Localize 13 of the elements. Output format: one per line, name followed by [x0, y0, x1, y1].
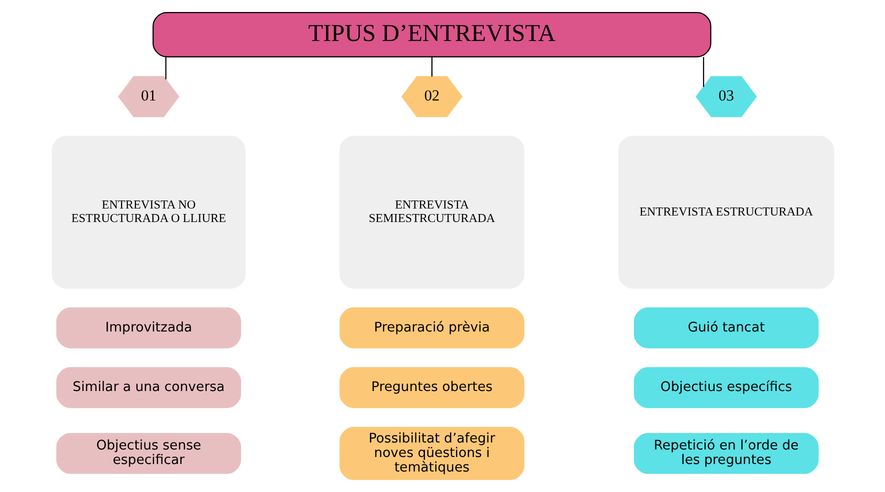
- node-box: Similar a una conversa: [56, 367, 241, 408]
- node-box: Possibilitat d’afegir noves qüestions i temàtiques: [339, 426, 524, 480]
- node-box: Preparació prèvia: [339, 307, 524, 348]
- node-box: Repetició en l’orde de les preguntes: [633, 432, 818, 474]
- node-box: Objectius específics: [633, 367, 818, 408]
- node-box: Improvitzada: [56, 307, 241, 348]
- node-box: Guió tancat: [633, 307, 818, 348]
- node-box: TIPUS D’ENTREVISTA: [152, 12, 711, 58]
- connector: [702, 57, 704, 87]
- connector: [164, 57, 166, 80]
- node-box: Objectius sense especificar: [56, 432, 241, 474]
- node-box: Preguntes obertes: [339, 367, 524, 408]
- connector: [430, 57, 432, 77]
